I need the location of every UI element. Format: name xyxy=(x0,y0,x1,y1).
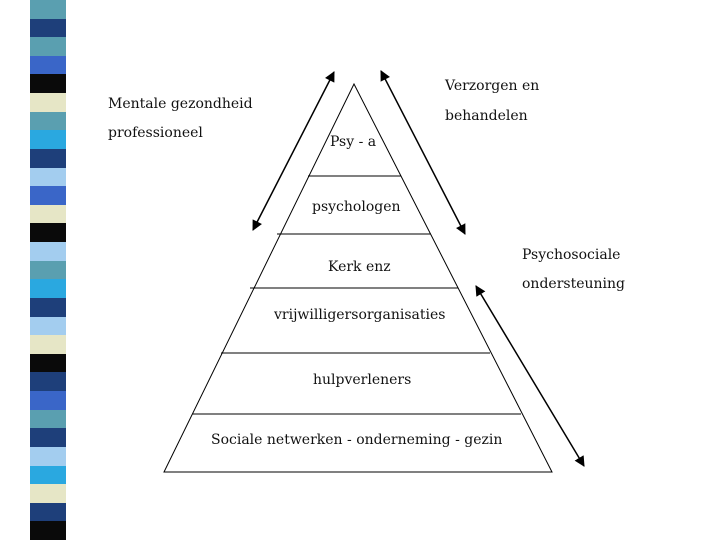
level-vrijwilligers: vrijwilligersorganisaties xyxy=(274,307,445,323)
level-sociale-netwerken: Sociale netwerken - onderneming - gezin xyxy=(211,432,502,448)
level-psychologen: psychologen xyxy=(312,199,401,215)
mental-health-label: Mentale gezondheid xyxy=(108,96,253,112)
psychosocial-label-line1: Psychosociale xyxy=(522,247,620,263)
psychosocial-label-line2: ondersteuning xyxy=(522,276,625,292)
level-hulpverleners: hulpverleners xyxy=(313,372,411,388)
level-psy-a: Psy - a xyxy=(330,134,376,150)
care-label-line2: behandelen xyxy=(445,108,528,124)
professional-label: professioneel xyxy=(108,125,203,141)
care-label-line1: Verzorgen en xyxy=(445,78,539,94)
level-kerk: Kerk enz xyxy=(328,259,391,275)
